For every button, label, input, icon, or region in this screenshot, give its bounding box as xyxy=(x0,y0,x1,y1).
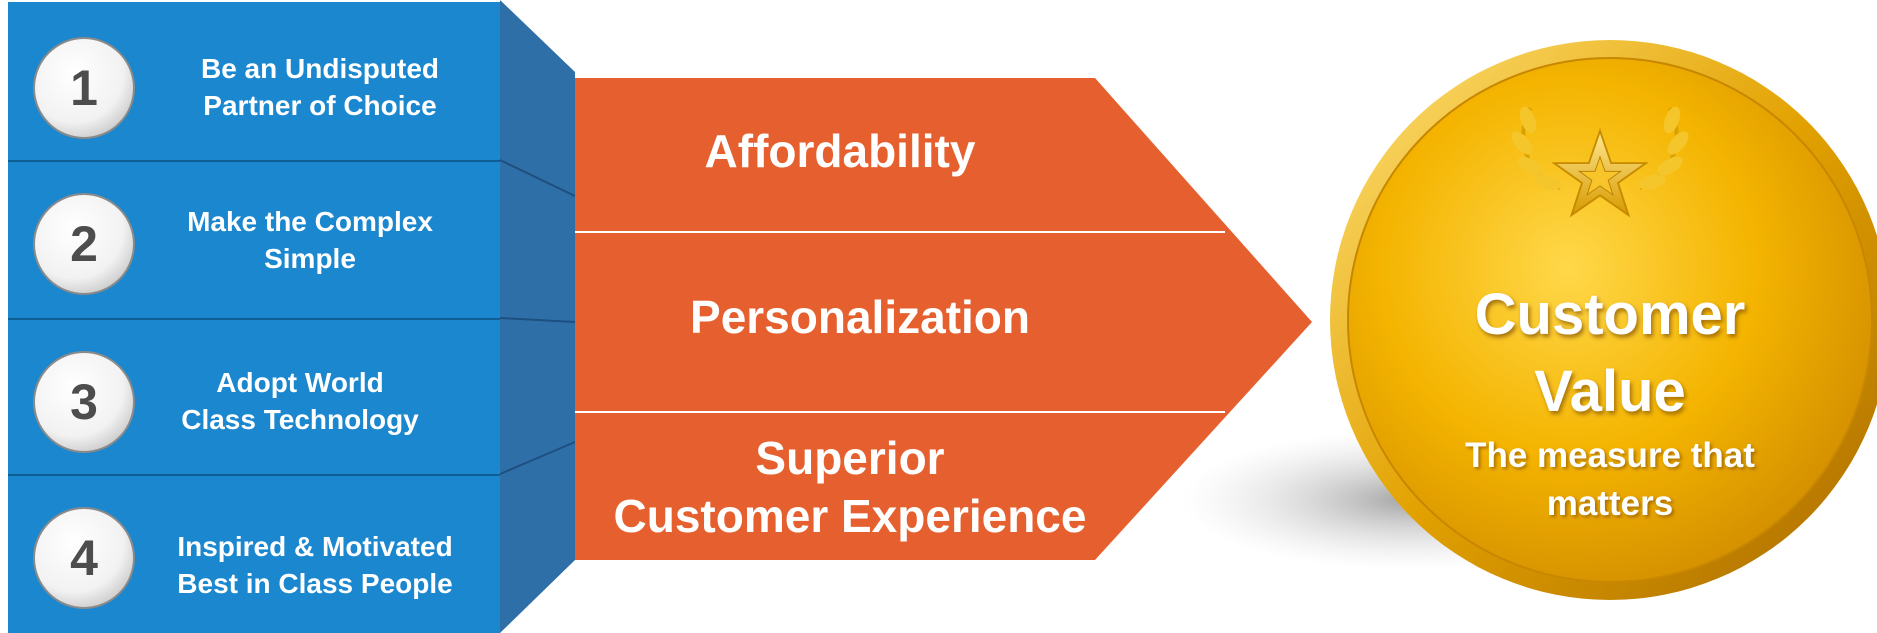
pillar-label-1: Be an Undisputed Partner of Choice xyxy=(150,50,490,124)
pillar-label-4-line2: Best in Class People xyxy=(177,568,453,599)
coin-subtitle-line2: matters xyxy=(1546,484,1674,523)
number-disc-1 xyxy=(33,37,135,139)
pillar-label-2: Make the Complex Simple xyxy=(140,203,480,277)
arrow-label-superior-experience: Superior Customer Experience xyxy=(585,429,1115,545)
arrow-label-1-line1: Affordability xyxy=(704,125,976,177)
pillar-label-2-line2: Simple xyxy=(264,243,356,274)
pillar-number-1: 1 xyxy=(70,60,98,116)
pillar-label-3-line1: Adopt World xyxy=(216,367,384,398)
pillar-label-3: Adopt World Class Technology xyxy=(130,364,470,438)
coin-face xyxy=(1347,57,1873,583)
arrow-label-2-line1: Personalization xyxy=(690,291,1030,343)
arrow-label-3-line1: Superior xyxy=(755,432,945,484)
coin-title-line1: Customer xyxy=(1474,282,1746,347)
coin-title-line2: Value xyxy=(1534,359,1686,424)
arrow-label-personalization: Personalization xyxy=(600,288,1120,346)
pillar-label-4: Inspired & Motivated Best in Class Peopl… xyxy=(145,528,485,602)
pillar-label-3-line2: Class Technology xyxy=(181,404,419,435)
pillar-label-1-line2: Partner of Choice xyxy=(203,90,437,121)
number-disc-4 xyxy=(33,507,135,609)
orange-arrow xyxy=(575,78,1312,560)
number-disc-2 xyxy=(33,193,135,295)
coin-subtitle-line1: The measure that xyxy=(1465,436,1755,475)
pillar-label-4-line1: Inspired & Motivated xyxy=(177,531,453,562)
pillar-label-2-line1: Make the Complex xyxy=(187,206,433,237)
pillar-number-4: 4 xyxy=(70,530,98,586)
pillar-number-3: 3 xyxy=(70,374,98,430)
pillar-number-2: 2 xyxy=(70,216,98,272)
star-laurel-icon xyxy=(1511,106,1689,218)
arrow-label-3-line2: Customer Experience xyxy=(613,490,1087,542)
arrow-label-affordability: Affordability xyxy=(600,122,1080,180)
pillar-label-1-line1: Be an Undisputed xyxy=(200,53,439,84)
pillar-side-panel xyxy=(500,0,575,633)
number-disc-3 xyxy=(33,351,135,453)
